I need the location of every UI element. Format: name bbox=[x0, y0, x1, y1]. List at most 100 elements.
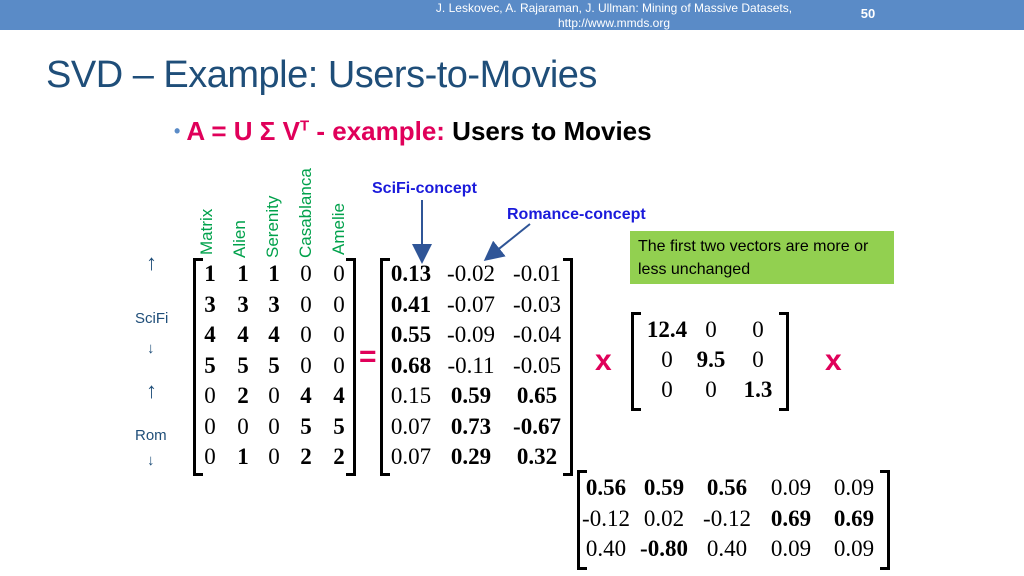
matrix-u-cell: -0.11 bbox=[447, 352, 495, 378]
eq-lhs: A = U bbox=[186, 116, 260, 146]
matrix-a-cell: 0 bbox=[300, 322, 312, 347]
eq-transpose: T bbox=[299, 117, 310, 135]
scifi-down-arrow-icon: ↓ bbox=[147, 340, 155, 357]
matrix-u-cell: -0.03 bbox=[513, 291, 561, 317]
eq-tail: Users to Movies bbox=[444, 116, 652, 146]
matrix-u-cell: 0.68 bbox=[390, 352, 432, 378]
matrix-a-cell: 0 bbox=[204, 444, 216, 469]
equation-line: •A = U Σ VT - example: Users to Movies bbox=[174, 116, 652, 147]
matrix-vt-cell: 0.56 bbox=[585, 475, 627, 500]
matrix-a-cell: 2 bbox=[300, 444, 312, 469]
matrix-u-cell: 0.73 bbox=[450, 413, 492, 439]
matrix-sigma-cell: 0 bbox=[661, 347, 673, 372]
matrix-sigma-cell: 12.4 bbox=[646, 317, 688, 342]
matrix-a-cell: 0 bbox=[237, 413, 249, 439]
matrix-u-cell: -0.09 bbox=[447, 322, 495, 347]
matrix-a-cell: 3 bbox=[268, 291, 280, 317]
matrix-u-cell: -0.01 bbox=[513, 261, 561, 286]
matrix-u-cell: 0.41 bbox=[390, 291, 432, 317]
matrix-u-cell: 0.15 bbox=[390, 383, 432, 408]
matrix-a-cell: 1 bbox=[268, 261, 280, 286]
bullet-icon: • bbox=[174, 121, 181, 141]
rom-up-arrow-icon: ↑ bbox=[146, 378, 157, 403]
matrix-u-cell: 0.32 bbox=[516, 444, 558, 469]
matrix-vt-cell: 0.40 bbox=[706, 536, 748, 561]
matrix-vt-cell: 0.09 bbox=[833, 475, 875, 500]
matrix-u-cell: -0.67 bbox=[513, 413, 561, 439]
matrix-vt-cell: 0.69 bbox=[833, 505, 875, 531]
matrix-u-left-bracket bbox=[380, 258, 390, 476]
page-number: 50 bbox=[860, 6, 876, 21]
scifi-side-label: SciFi bbox=[135, 310, 169, 327]
multiply-sign-2: x bbox=[825, 344, 842, 377]
matrix-vt-cell: 0.09 bbox=[833, 536, 875, 561]
matrix-u-cell: 0.07 bbox=[390, 413, 432, 439]
matrix-u-cell: -0.05 bbox=[513, 352, 561, 378]
matrix-a-cell: 0 bbox=[333, 322, 345, 347]
matrix-a-cell: 0 bbox=[300, 261, 312, 286]
matrix-u-cell: 0.55 bbox=[390, 322, 432, 347]
header-bar bbox=[0, 0, 1024, 30]
note-box: The first two vectors are more or less u… bbox=[630, 231, 894, 284]
matrix-a-cell: 0 bbox=[268, 383, 280, 408]
matrix-a-cell: 0 bbox=[333, 291, 345, 317]
romance-arrow-icon bbox=[483, 223, 531, 261]
matrix-vt-cell: -0.12 bbox=[703, 505, 751, 531]
matrix-vt-left-bracket bbox=[577, 470, 587, 570]
matrix-a-cell: 5 bbox=[300, 413, 312, 439]
matrix-vt-cell: -0.80 bbox=[640, 536, 688, 561]
matrix-a-cell: 1 bbox=[237, 261, 249, 286]
matrix-a-cell: 0 bbox=[300, 291, 312, 317]
matrix-sigma-cell: 0 bbox=[705, 317, 717, 342]
matrix-a-cell: 2 bbox=[333, 444, 345, 469]
citation: J. Leskovec, A. Rajaraman, J. Ullman: Mi… bbox=[410, 1, 818, 31]
matrix-vt-cell: 0.69 bbox=[770, 505, 812, 531]
scifi-up-arrow-icon: ↑ bbox=[146, 250, 157, 275]
matrix-a-cell: 5 bbox=[268, 352, 280, 378]
matrix-vt-cell: -0.12 bbox=[582, 505, 630, 531]
matrix-a-cell: 4 bbox=[268, 322, 280, 347]
eq-sigma: Σ bbox=[259, 116, 276, 146]
multiply-sign-1: x bbox=[595, 344, 612, 377]
rom-side-label: Rom bbox=[135, 427, 167, 444]
eq-v: V bbox=[275, 116, 300, 146]
matrix-a-cell: 5 bbox=[333, 413, 345, 439]
matrix-a-cell: 0 bbox=[204, 413, 216, 439]
matrix-a-cell: 3 bbox=[237, 291, 249, 317]
matrix-u-cell: -0.04 bbox=[513, 322, 561, 347]
matrix-a-left-bracket bbox=[193, 258, 203, 476]
matrix-sigma-cell: 0 bbox=[752, 317, 764, 342]
matrix-sigma-left-bracket bbox=[631, 312, 641, 411]
matrix-a-cell: 4 bbox=[333, 383, 345, 408]
matrix-a-cell: 3 bbox=[204, 291, 216, 317]
matrix-vt-right-bracket bbox=[880, 470, 890, 570]
matrix-vt-cell: 0.59 bbox=[643, 475, 685, 500]
matrix-a-cell: 1 bbox=[204, 261, 216, 286]
matrix-sigma-cell: 0 bbox=[752, 347, 764, 372]
matrix-a-cell: 0 bbox=[300, 352, 312, 378]
matrix-a-cell: 4 bbox=[237, 322, 249, 347]
matrix-a-cell: 0 bbox=[268, 413, 280, 439]
matrix-a-cell: 4 bbox=[300, 383, 312, 408]
matrix-a-right-bracket bbox=[346, 258, 356, 476]
matrix-vt-cell: 0.09 bbox=[770, 475, 812, 500]
matrix-sigma-cell: 0 bbox=[705, 377, 717, 402]
matrix-vt-cell: 0.02 bbox=[643, 505, 685, 531]
matrix-u-cell: 0.29 bbox=[450, 444, 492, 469]
matrix-u-right-bracket bbox=[563, 258, 573, 476]
matrix-a-cell: 5 bbox=[204, 352, 216, 378]
matrix-u-cell: -0.07 bbox=[447, 291, 495, 317]
matrix-vt-cell: 0.56 bbox=[706, 475, 748, 500]
matrix-u-cell: 0.07 bbox=[390, 444, 432, 469]
matrix-a-cell: 0 bbox=[333, 261, 345, 286]
eq-dash: - example: bbox=[309, 116, 445, 146]
matrix-u-cell: 0.59 bbox=[450, 383, 492, 408]
matrix-vt-cell: 0.09 bbox=[770, 536, 812, 561]
scifi-concept-label: SciFi-concept bbox=[372, 180, 477, 197]
equals-sign: = bbox=[359, 340, 377, 373]
matrix-u-cell: 0.13 bbox=[390, 261, 432, 286]
matrix-u-cell: 0.65 bbox=[516, 383, 558, 408]
matrix-a-cell: 4 bbox=[204, 322, 216, 347]
matrix-sigma-cell: 0 bbox=[661, 377, 673, 402]
